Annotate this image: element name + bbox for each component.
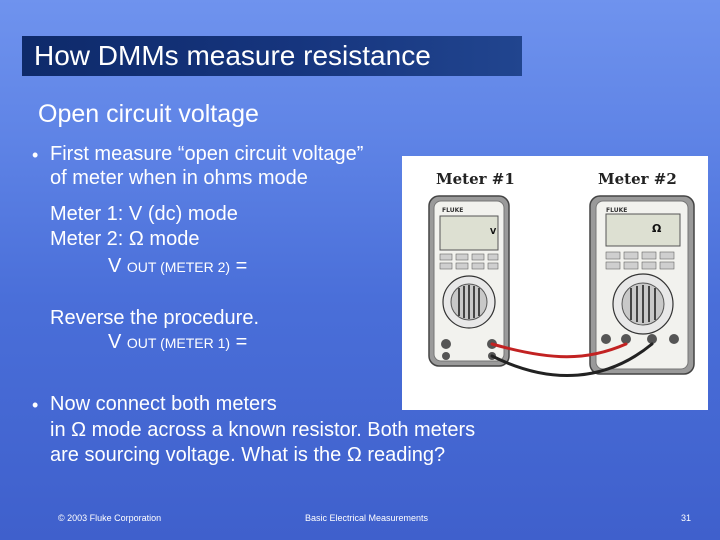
footer-copyright: © 2003 Fluke Corporation (58, 513, 162, 523)
meter2-input-jacks (601, 334, 679, 344)
bullet1-line1: First measure “open circuit voltage” (50, 143, 364, 165)
vout-subscript: OUT (METER 2) (126, 259, 231, 275)
reverse-procedure-line: Reverse the procedure. (50, 307, 260, 329)
test-leads (490, 342, 654, 378)
meter2-buttons (605, 251, 675, 270)
meter2-dial-ridges (630, 285, 656, 323)
vout-subscript: OUT (METER 1) (126, 335, 231, 351)
bullet2-line3: are sourcing voltage. What is the Ω read… (50, 444, 446, 466)
slide-title: How DMMs measure resistance (34, 40, 431, 71)
black-lead (490, 342, 654, 378)
meter1-dial-ridges (458, 285, 480, 319)
vout-symbol: V (108, 255, 122, 277)
bullet1-line2: of meter when in ohms mode (50, 167, 308, 189)
bullet2-line2: in Ω mode across a known resistor. Both … (50, 419, 476, 441)
vout-symbol: V (108, 331, 122, 353)
bullet-marker: • (32, 145, 39, 165)
meter1-display-reading: V (490, 227, 497, 236)
page-number: 31 (681, 513, 692, 523)
equals-sign: = (235, 255, 248, 277)
meter1-display (439, 215, 499, 251)
bullet-marker: • (32, 395, 39, 415)
section-heading: Open circuit voltage (38, 100, 259, 128)
meter1-mode-line: Meter 1: V (dc) mode (50, 203, 238, 225)
meter2-brand: FLUKE (606, 207, 627, 214)
meter1-buttons (439, 253, 499, 270)
meter2-display (605, 213, 681, 247)
meter1-brand: FLUKE (442, 207, 463, 214)
title-bar (22, 36, 522, 76)
vout-meter2-equation: V OUT (METER 2) = (108, 254, 247, 279)
footer-course-title: Basic Electrical Measurements (305, 513, 429, 523)
red-lead (490, 342, 628, 359)
meter2: FLUKE Ω (589, 195, 695, 375)
vout-meter1-equation: V OUT (METER 1) = (108, 330, 247, 355)
meter1-label: Meter #1 (436, 170, 515, 188)
meter2-mode-line: Meter 2: Ω mode (50, 228, 200, 250)
meter1: FLUKE V (428, 195, 510, 367)
meter2-display-reading: Ω (652, 222, 662, 235)
meters-illustration: Meter #1 Meter #2 FLUKE V FLUKE (402, 156, 708, 410)
equals-sign: = (235, 331, 248, 353)
meter2-label: Meter #2 (598, 170, 677, 188)
bullet2-line1: Now connect both meters (50, 393, 277, 415)
